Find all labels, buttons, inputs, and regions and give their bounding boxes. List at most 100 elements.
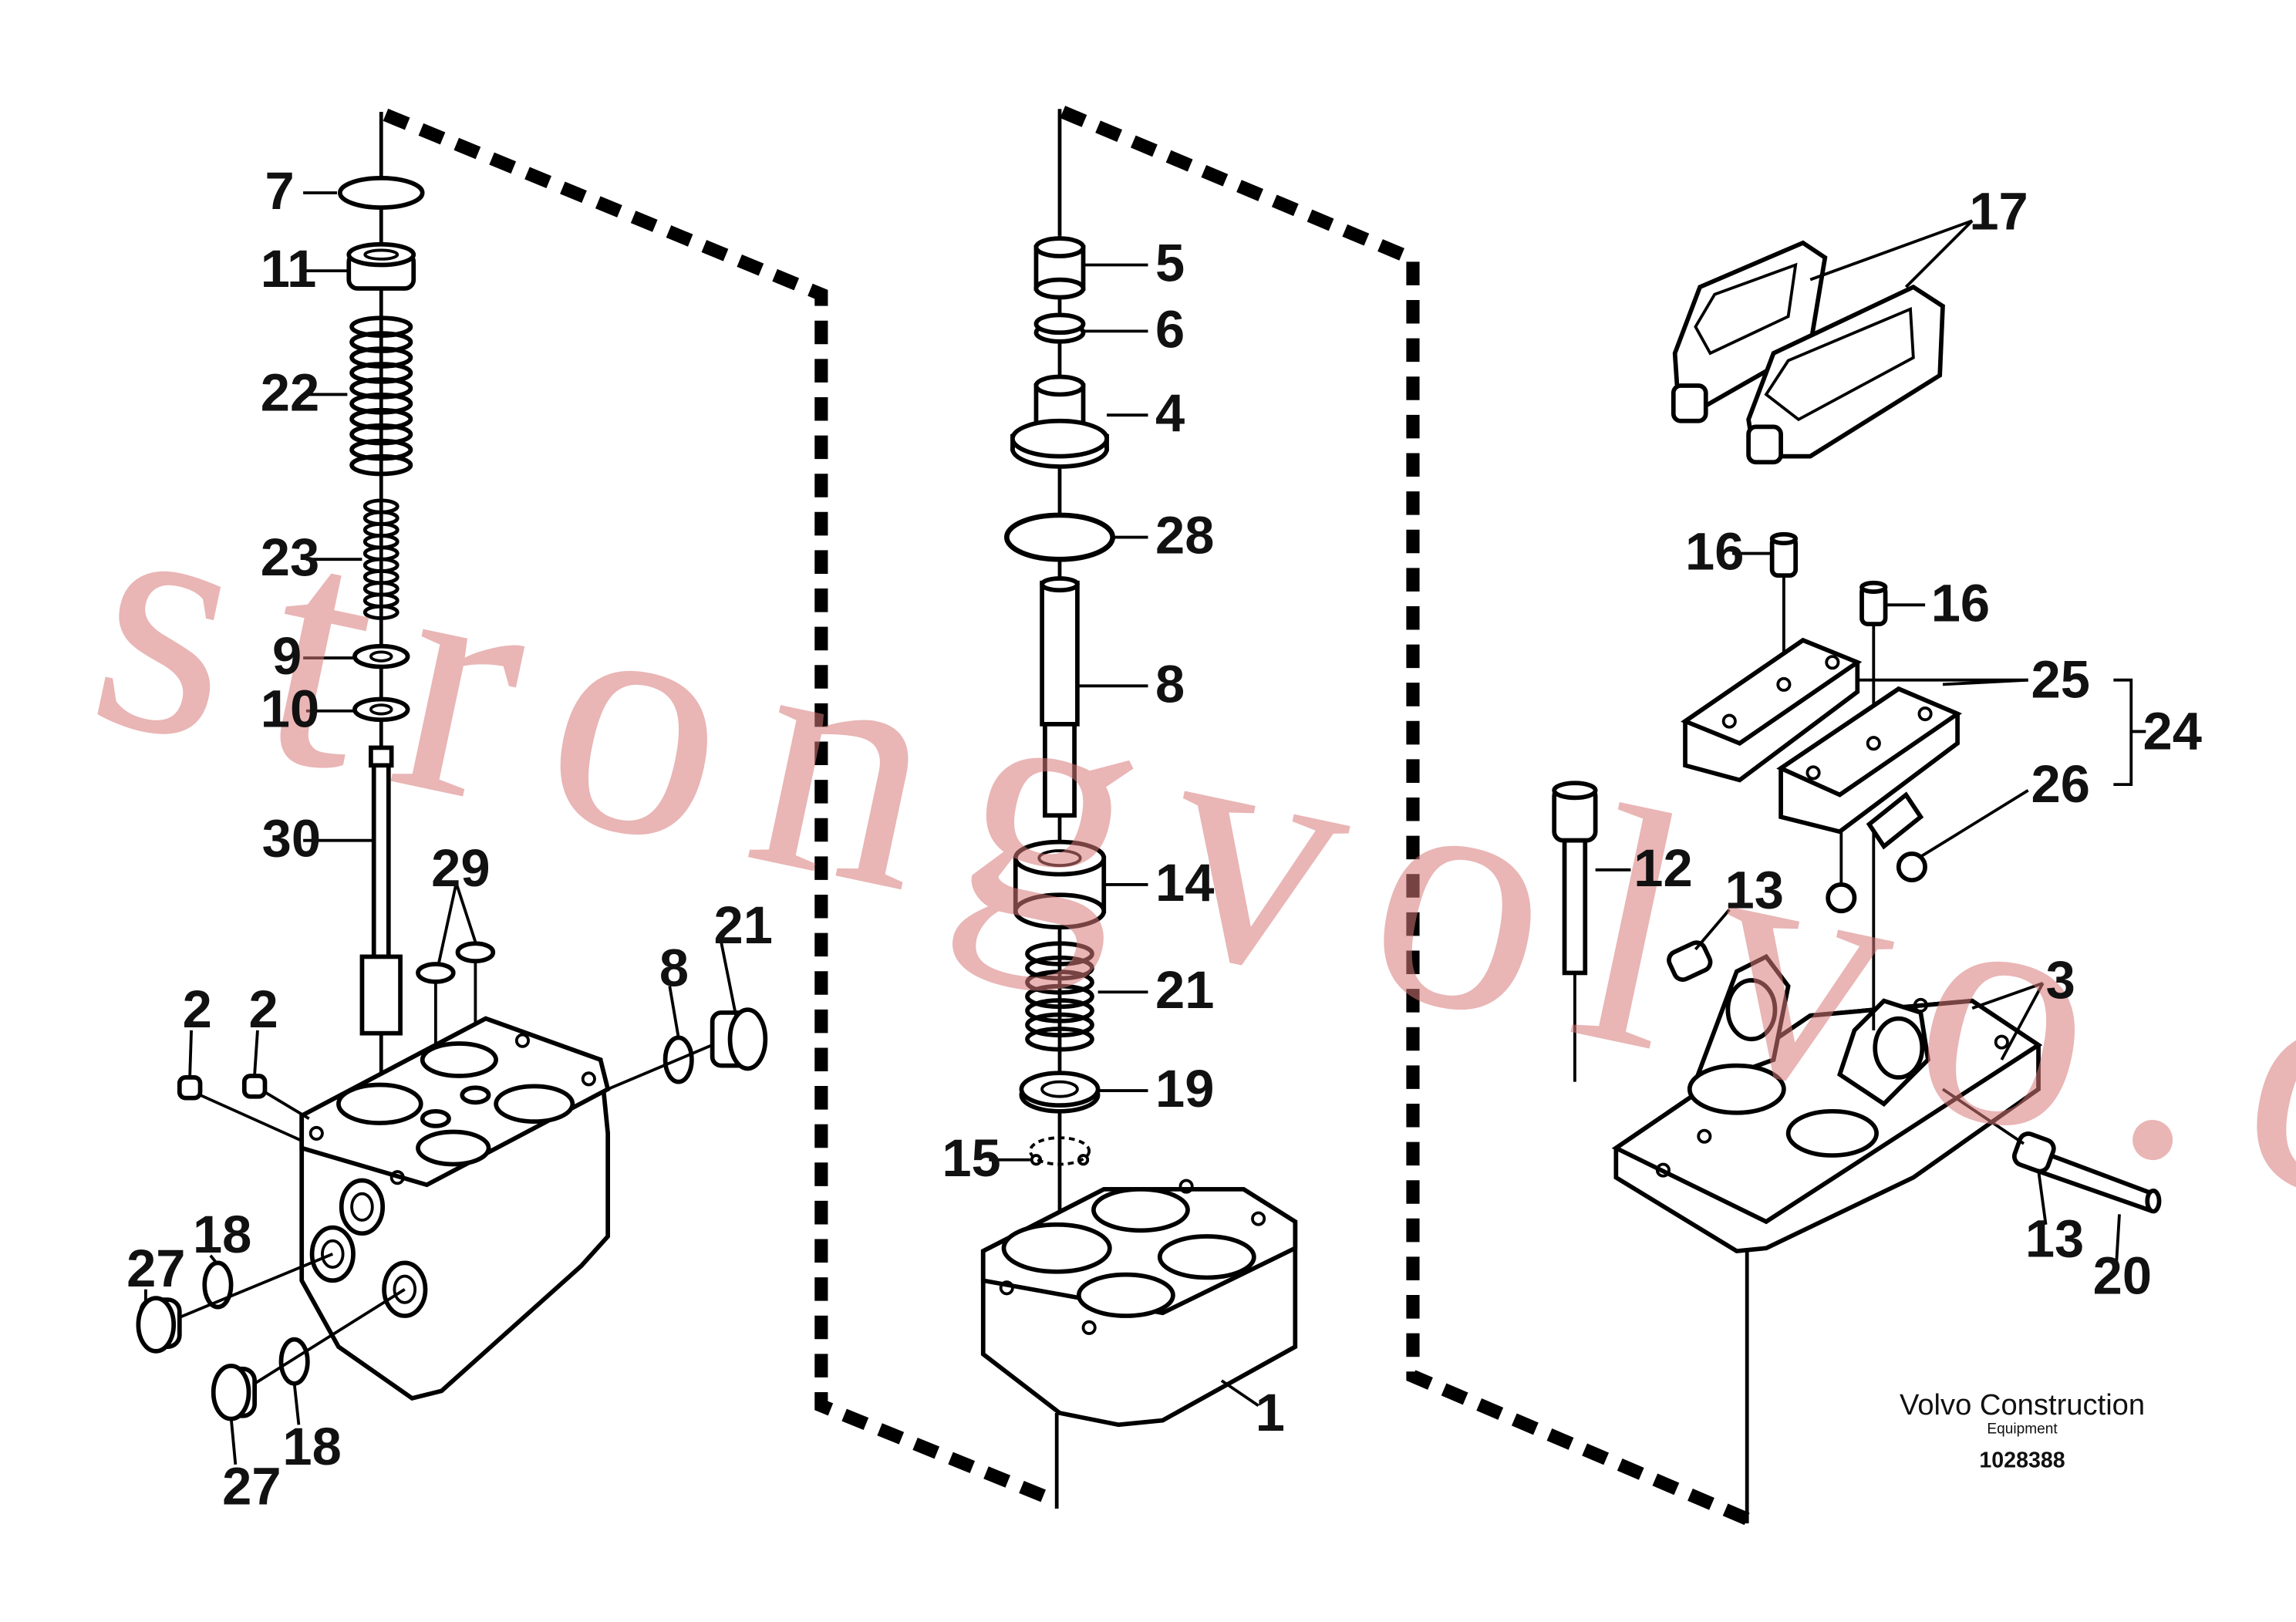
spring-coil: [349, 315, 413, 338]
label-9: 9: [272, 626, 302, 686]
ball-26-b: [1896, 851, 1927, 883]
caption-line-2: Equipment: [1987, 1421, 2058, 1438]
caption-block: Volvo Construction Equipment 1028388: [1900, 1388, 2145, 1473]
spring-coil: [349, 393, 413, 415]
plug-2-b: [241, 1074, 268, 1099]
label-23: 23: [261, 528, 319, 587]
label-28: 28: [1155, 506, 1214, 565]
label-20: 20: [2093, 1246, 2152, 1305]
label-21-middle: 21: [1155, 960, 1214, 1020]
spring-coil: [349, 346, 413, 369]
left-valve-stack: [136, 176, 768, 1421]
housing-1: [980, 1179, 1298, 1428]
label-16-b: 16: [1931, 573, 1990, 632]
plug-2-a: [177, 1075, 203, 1101]
label-25: 25: [2031, 650, 2090, 710]
bolt-12: [1552, 781, 1598, 976]
label-24: 24: [2143, 701, 2202, 760]
plate-25-a: [1681, 637, 1863, 783]
spring-coil: [1025, 1012, 1094, 1038]
document-number: 1028388: [1979, 1448, 2065, 1473]
spring-coil: [1025, 941, 1094, 966]
label-12: 12: [1633, 838, 1692, 898]
spring-coil: [349, 407, 413, 430]
spring-23: [362, 498, 400, 620]
spring-22: [349, 315, 413, 477]
spring-coil: [349, 377, 413, 400]
plunger-8: [1040, 576, 1080, 818]
spring-coil: [349, 423, 413, 446]
label-7: 7: [265, 161, 295, 221]
plug-21-left: [710, 1007, 768, 1071]
boot-17-a: [1671, 240, 1828, 423]
right-assembly: [1552, 240, 2162, 1254]
label-29: 29: [431, 838, 490, 898]
label-16-a: 16: [1685, 522, 1744, 582]
pin-16-a: [1769, 531, 1799, 578]
label-5: 5: [1155, 234, 1185, 293]
label-3: 3: [2046, 950, 2075, 1010]
housing-4: [1010, 374, 1109, 469]
label-14: 14: [1155, 853, 1214, 912]
plate-25-b: [1776, 686, 1963, 850]
plug-27-a: [136, 1296, 182, 1354]
o-ring-18-a: [202, 1260, 234, 1310]
spring-coil: [362, 604, 400, 620]
valve-body: [299, 1016, 611, 1401]
spring-coil: [349, 331, 413, 353]
spring-coil: [1025, 955, 1094, 981]
label-6: 6: [1155, 299, 1185, 359]
spring-coil: [1025, 983, 1094, 1010]
label-19: 19: [1155, 1059, 1214, 1118]
o-ring-7: [337, 176, 425, 210]
label-13-b: 13: [2025, 1209, 2084, 1269]
label-17: 17: [1969, 182, 2028, 241]
middle-valve-stack: [980, 235, 1298, 1428]
plug-27-b: [211, 1364, 258, 1421]
bushing-13-b: [2011, 1131, 2056, 1174]
label-26: 26: [2031, 754, 2090, 814]
spring-coil: [349, 438, 413, 461]
label-22: 22: [261, 363, 319, 422]
label-15: 15: [942, 1128, 1000, 1188]
label-10: 10: [261, 679, 319, 739]
o-ring-29-b: [455, 941, 496, 964]
spring-seat-11: [346, 241, 416, 291]
guide-5: [1033, 236, 1086, 300]
ball-26-a: [1826, 882, 1857, 914]
label-18-b: 18: [282, 1417, 341, 1476]
label-2-a: 2: [183, 980, 212, 1039]
label-27-a: 27: [126, 1239, 185, 1298]
spring-coil: [349, 454, 413, 477]
spring-21: [1025, 941, 1094, 1052]
spool-30: [359, 745, 403, 1036]
o-ring-28: [1003, 512, 1116, 562]
bushing-13-a: [1667, 940, 1713, 983]
label-4: 4: [1155, 383, 1185, 443]
part-labels: 7 11 22 23 9 10 30 29 21 8 2 2 27 18 27 …: [126, 161, 2202, 1516]
leader-lines: [144, 191, 2146, 1465]
label-13-a: 13: [1725, 860, 1784, 919]
label-30: 30: [262, 809, 321, 868]
washer-19: [1019, 1071, 1101, 1114]
label-21-left: 21: [714, 895, 773, 955]
boot-17-b: [1746, 284, 1945, 465]
o-ring-18-b: [278, 1337, 310, 1386]
label-2-b: 2: [249, 980, 278, 1039]
label-27-b: 27: [222, 1456, 281, 1516]
pin-16-b: [1859, 580, 1888, 627]
caption-line-1: Volvo Construction: [1900, 1388, 2145, 1421]
spring-coil: [1025, 969, 1094, 995]
label-11: 11: [261, 239, 317, 298]
seal-6: [1033, 312, 1086, 344]
spring-coil: [349, 362, 413, 384]
label-8-left: 8: [659, 939, 689, 998]
spring-coil: [1025, 1027, 1094, 1052]
base-plate-3: [1611, 953, 2043, 1254]
o-ring-29-a: [416, 962, 456, 984]
dashed-part-15: [1028, 1136, 1091, 1166]
spring-coil: [1025, 998, 1094, 1023]
label-1: 1: [1256, 1383, 1285, 1442]
